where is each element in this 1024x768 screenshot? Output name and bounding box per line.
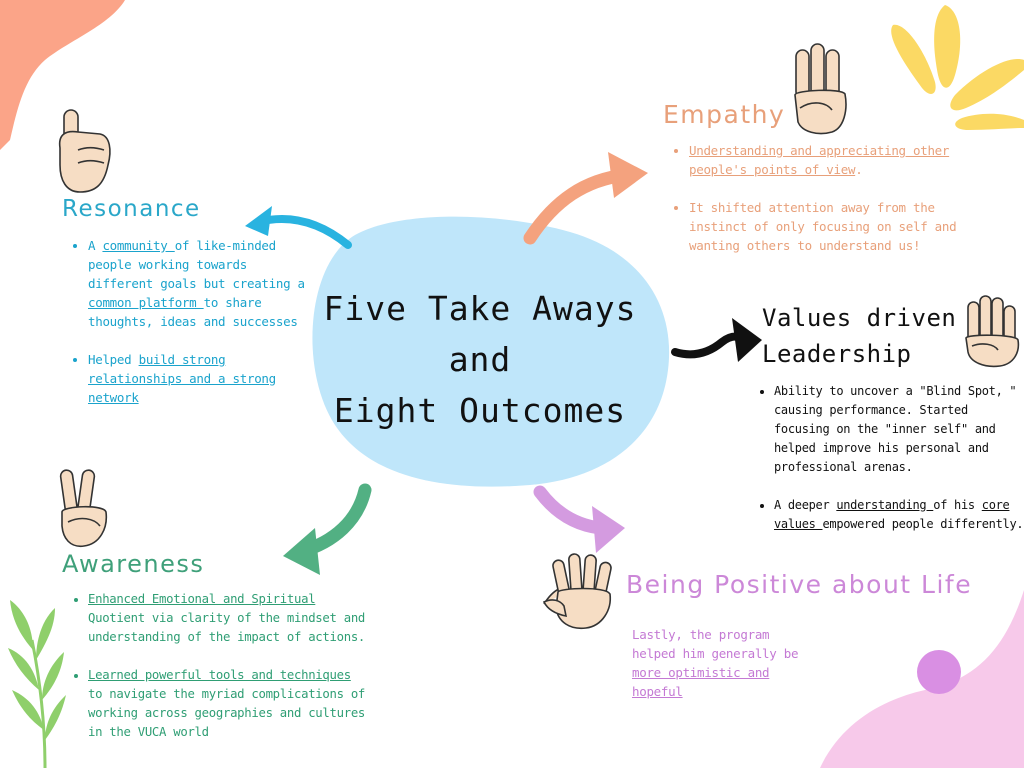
resonance-point-highlight: common platform bbox=[88, 295, 204, 310]
empathy-title: Empathy bbox=[663, 100, 786, 129]
center-title: Five Take Aways and Eight Outcomes bbox=[320, 283, 640, 436]
center-title-line: Eight Outcomes bbox=[333, 391, 627, 430]
values-point-text: Ability to uncover a "Blind Spot, " caus… bbox=[774, 384, 1017, 474]
resonance-point: Helped build strong relationships and a … bbox=[88, 350, 312, 407]
resonance-section: Resonance A community of like-minded peo… bbox=[62, 196, 312, 407]
awareness-title: Awareness bbox=[62, 550, 205, 578]
values-point-text: of his bbox=[933, 498, 982, 512]
values-point: Ability to uncover a "Blind Spot, " caus… bbox=[774, 382, 1024, 477]
empathy-points: Understanding and appreciating other peo… bbox=[663, 141, 963, 255]
arrow-to-positive bbox=[533, 485, 625, 553]
arrow-to-empathy bbox=[523, 152, 648, 245]
resonance-point-highlight: community bbox=[102, 238, 175, 253]
yellow-splash bbox=[891, 5, 1024, 130]
empathy-point: Understanding and appreciating other peo… bbox=[689, 141, 963, 179]
empathy-point-text: . bbox=[855, 162, 863, 177]
empathy-point: It shifted attention away from the insti… bbox=[689, 198, 963, 255]
empathy-section: Empathy Understanding and appreciating o… bbox=[663, 100, 963, 255]
leaf-branch bbox=[8, 600, 66, 768]
awareness-point-highlight: Learned powerful tools and techniques bbox=[88, 668, 351, 682]
values-point: A deeper understanding of his core value… bbox=[774, 496, 1024, 534]
values-title-line: Leadership bbox=[762, 340, 912, 368]
arrow-to-resonance bbox=[245, 206, 352, 249]
resonance-title: Resonance bbox=[62, 196, 201, 222]
empathy-point-text: It shifted attention away from the insti… bbox=[689, 200, 957, 253]
values-point-text: empowered people differently. bbox=[822, 517, 1024, 531]
awareness-point-text: Quotient via clarity of the mindset and … bbox=[88, 611, 366, 644]
arrow-to-values bbox=[671, 318, 762, 362]
resonance-point-text: Helped bbox=[88, 352, 139, 367]
awareness-point: Enhanced Emotional and Spiritual Quotien… bbox=[88, 590, 372, 647]
arrow-to-awareness bbox=[283, 483, 372, 575]
awareness-section: Awareness Enhanced Emotional and Spiritu… bbox=[62, 550, 372, 742]
two-finger-hand-icon bbox=[59, 469, 108, 548]
four-finger-hand-icon bbox=[965, 295, 1020, 368]
awareness-point-text: to navigate the myriad complications of … bbox=[88, 687, 366, 739]
corner-blob-top-left bbox=[0, 0, 125, 150]
corner-blob-bottom-right bbox=[820, 590, 1024, 768]
resonance-points: A community of like-minded people workin… bbox=[62, 236, 312, 407]
empathy-point-highlight: Understanding and appreciating other peo… bbox=[689, 143, 950, 177]
positive-text: Lastly, the program helped him generally… bbox=[626, 625, 807, 701]
values-title-line: Values driven bbox=[762, 304, 957, 332]
resonance-point: A community of like-minded people workin… bbox=[88, 236, 312, 331]
awareness-points: Enhanced Emotional and Spiritual Quotien… bbox=[62, 590, 372, 742]
awareness-point-highlight: Enhanced Emotional and Spiritual bbox=[88, 592, 316, 606]
center-title-line: Five Take Aways bbox=[323, 289, 637, 328]
values-points: Ability to uncover a "Blind Spot, " caus… bbox=[762, 382, 1024, 534]
resonance-point-text: to share thoughts, ideas and successes bbox=[88, 295, 298, 329]
values-section: Values driven Leadership Ability to unco… bbox=[762, 300, 1024, 534]
values-title: Values driven Leadership bbox=[762, 300, 1024, 372]
positive-title: Being Positive about Life bbox=[626, 570, 973, 599]
awareness-point: Learned powerful tools and techniques to… bbox=[88, 666, 372, 742]
purple-dot bbox=[917, 650, 961, 694]
five-finger-hand-icon bbox=[542, 553, 612, 630]
positive-text-plain: Lastly, the program helped him generally… bbox=[632, 627, 799, 661]
values-point-text: A deeper bbox=[774, 498, 837, 512]
values-point-highlight: understanding bbox=[836, 498, 934, 512]
positive-section: Being Positive about Life Lastly, the pr… bbox=[626, 570, 986, 701]
resonance-point-text: A bbox=[88, 238, 103, 253]
values-point-highlight: core values bbox=[774, 498, 1010, 531]
one-finger-hand-icon bbox=[58, 109, 111, 193]
resonance-point-text: of like-minded people working towards di… bbox=[88, 238, 305, 291]
resonance-point-highlight: build strong relationships and a strong … bbox=[88, 352, 276, 405]
center-blob bbox=[312, 216, 670, 487]
center-title-line: and bbox=[448, 340, 512, 379]
positive-text-highlight: more optimistic and hopeful bbox=[632, 665, 770, 699]
three-finger-hand-icon bbox=[794, 43, 847, 135]
